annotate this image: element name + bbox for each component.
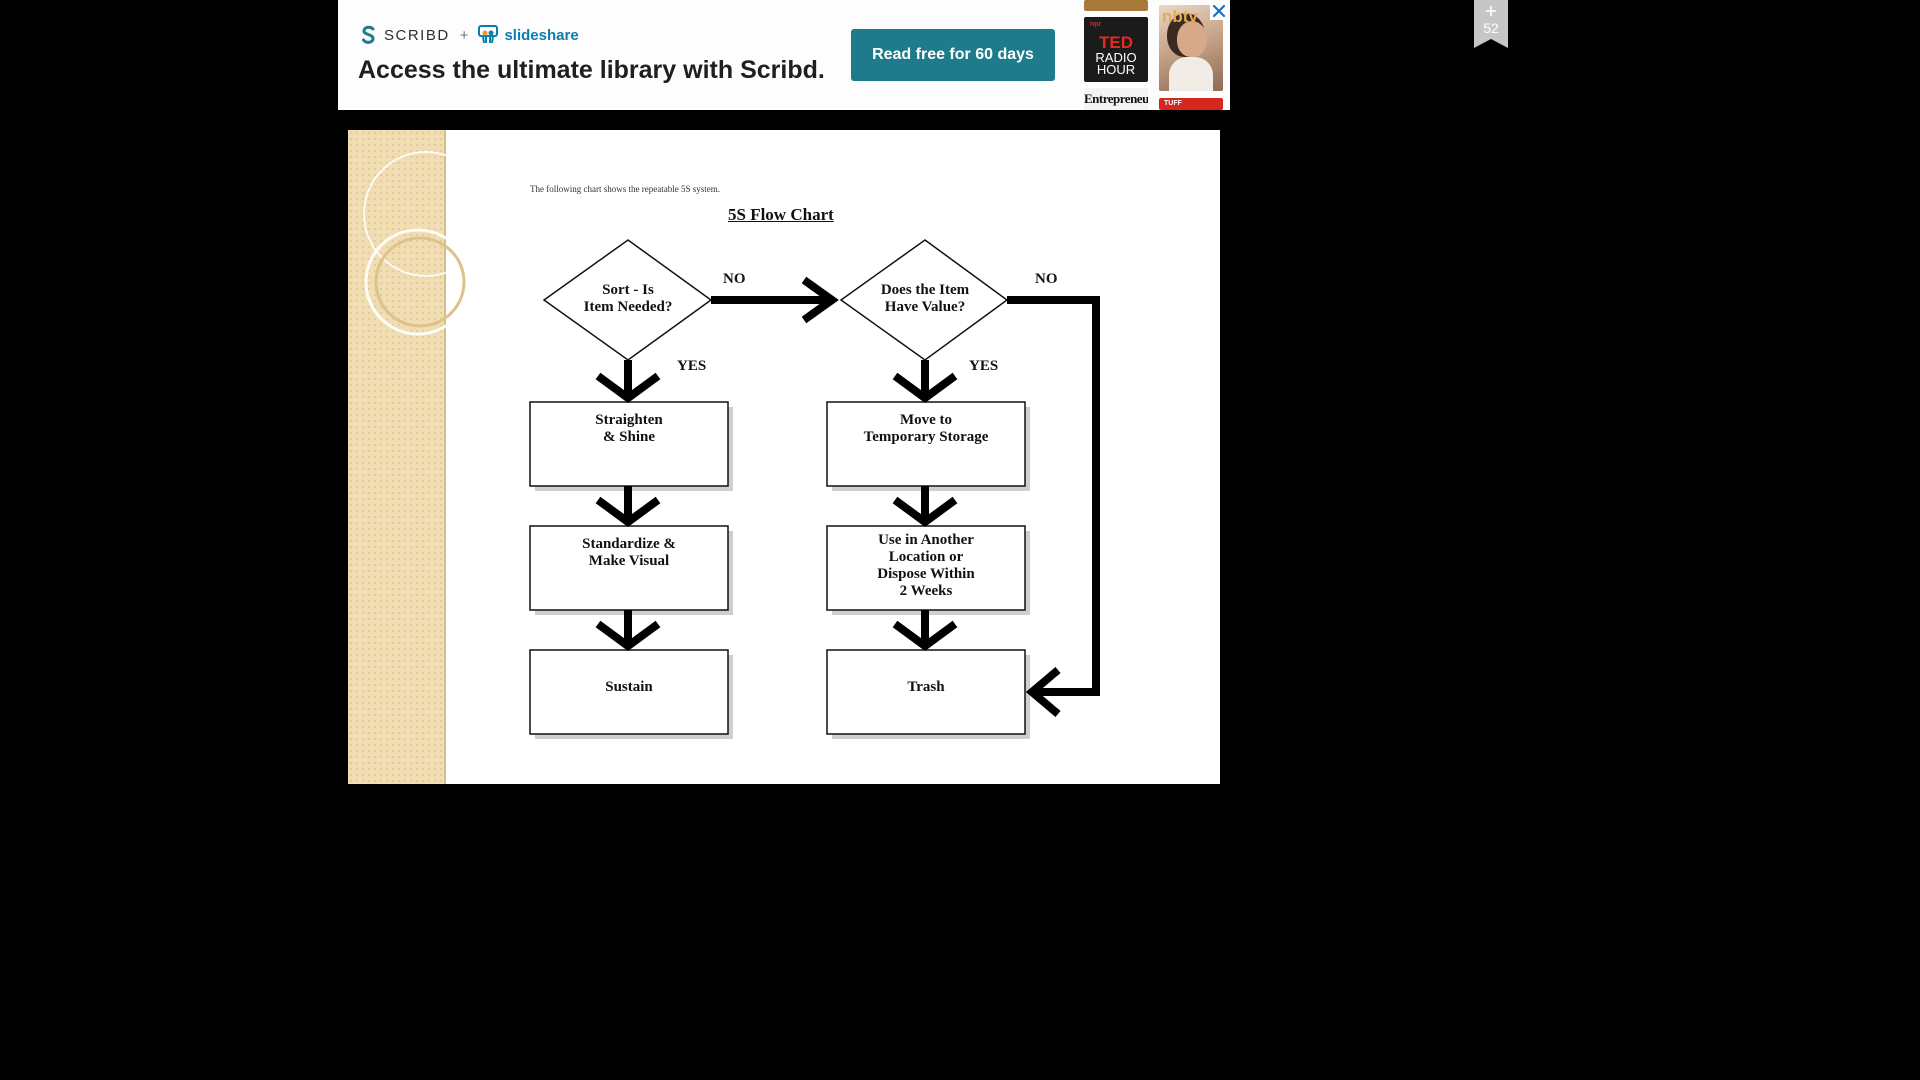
bookmark-count: 52 <box>1483 20 1499 36</box>
cover-portrait <box>1177 21 1207 57</box>
ted-label: TED <box>1099 33 1133 52</box>
red-cover[interactable]: TUFF <box>1159 98 1223 110</box>
ad-close-button[interactable] <box>1210 2 1228 20</box>
arrowhead-no-value <box>1025 666 1061 718</box>
label-no-2: NO <box>1035 271 1058 287</box>
arrow-no-value <box>1007 296 1100 696</box>
label-yes-1: YES <box>677 358 707 374</box>
box-sustain-label: Sustain <box>605 678 653 695</box>
arrowhead-down-2 <box>595 496 661 527</box>
red-cover-label: TUFF <box>1164 100 1182 107</box>
ad-headline: Access the ultimate library with Scribd. <box>358 56 825 84</box>
brand-plus: + <box>459 26 469 44</box>
ad-brand-row: SCRIBD + slideshare <box>360 24 579 46</box>
scribd-logo-icon <box>362 25 375 44</box>
label-no-1: NO <box>723 271 746 287</box>
arrowhead-down-5 <box>892 496 958 527</box>
box-move-label: Move to Temporary Storage <box>863 412 989 445</box>
box-trash-shape <box>826 649 1026 735</box>
entrepreneur-cover[interactable]: Entrepreneur <box>1084 88 1148 110</box>
box-straighten-label: Straighten & Shine <box>595 412 663 445</box>
bookmark-add-icon <box>1474 0 1508 48</box>
decision-sort-label: Sort - Is Item Needed? <box>583 282 673 315</box>
scribd-wordmark: SCRIBD <box>384 26 450 44</box>
decision-value-label: Does the Item Have Value? <box>880 282 970 315</box>
slideshare-wordmark: slideshare <box>504 26 579 44</box>
arrowhead-down-1 <box>595 372 661 403</box>
slide-caption: The following chart shows the repeatable… <box>530 184 720 194</box>
npr-label: npr <box>1090 21 1102 28</box>
box-sustain-shape <box>529 649 729 735</box>
box-move-shape <box>826 401 1026 487</box>
book-cover-top[interactable] <box>1084 0 1148 11</box>
close-icon <box>1212 4 1226 18</box>
arrowhead-down-6 <box>892 620 958 651</box>
cover-portrait-body <box>1169 57 1213 91</box>
read-free-button[interactable]: Read free for 60 days <box>851 29 1055 81</box>
decorative-rings <box>363 151 489 336</box>
flowchart-title: 5S Flow Chart <box>728 205 834 224</box>
slide-page: The following chart shows the repeatable… <box>348 130 1220 784</box>
box-use-label: Use in Another Location or Dispose Withi… <box>877 532 975 599</box>
bookmark-button[interactable]: 52 <box>1472 0 1510 50</box>
magazine-title: nbty <box>1162 7 1198 26</box>
arrowhead-down-4 <box>892 372 958 403</box>
box-standardize-shape <box>529 525 729 611</box>
box-standardize-label: Standardize & Make Visual <box>582 536 676 569</box>
radio-hour-label: RADIO HOUR <box>1095 50 1137 77</box>
arrowhead-down-3 <box>595 620 661 651</box>
ad-banner[interactable]: SCRIBD + slideshare Access the ultimate … <box>338 0 1230 110</box>
ted-radio-hour-cover[interactable]: npr TED RADIO HOUR <box>1084 17 1148 82</box>
slideshare-logo-icon <box>478 25 499 44</box>
box-straighten-shape <box>529 401 729 487</box>
flowchart-graphics <box>363 151 1100 739</box>
arrowhead-no-sort <box>801 276 839 324</box>
box-use-shape <box>826 525 1026 611</box>
box-trash-label: Trash <box>907 678 945 695</box>
label-yes-2: YES <box>969 358 999 374</box>
